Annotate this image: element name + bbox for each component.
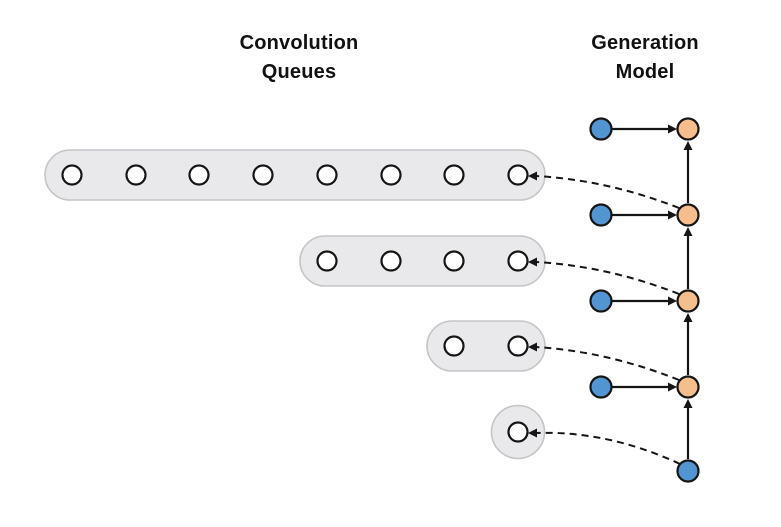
dashed-queue-arrowhead xyxy=(528,171,537,181)
dashed-queue-arrow xyxy=(535,346,680,381)
queue-slot-circle xyxy=(380,250,402,272)
input-node xyxy=(676,459,700,483)
queue-slot-circle xyxy=(316,250,338,272)
generation-node-2 xyxy=(676,289,700,313)
generation-model-title-line1: Generation xyxy=(591,32,699,54)
queue-slot-circle xyxy=(443,164,465,186)
state-node-2 xyxy=(589,203,613,227)
solid-arrowhead xyxy=(668,296,677,306)
dashed-queue-arrowhead xyxy=(528,257,537,267)
queue-capsule xyxy=(44,149,546,201)
state-node-4 xyxy=(589,375,613,399)
queue-slot-circle xyxy=(252,164,274,186)
convolution-queues-title-line1: Convolution xyxy=(239,32,359,54)
convolution-queues-title-line2: Queues xyxy=(261,61,337,83)
solid-arrowhead xyxy=(683,141,693,150)
queue-capsule xyxy=(299,235,546,287)
generation-model-title-line2: Model xyxy=(615,61,675,83)
queue-slot-circle xyxy=(507,164,529,186)
queue-slot-circle xyxy=(507,421,529,443)
queue-slot-circle xyxy=(61,164,83,186)
queue-slot-circle xyxy=(380,164,402,186)
queue-depth-4 xyxy=(299,235,546,287)
solid-arrowhead xyxy=(683,227,693,236)
dashed-queue-arrow xyxy=(535,261,680,295)
generation-node-1 xyxy=(676,203,700,227)
solid-arrowhead xyxy=(668,124,677,134)
queue-slot-circle xyxy=(125,164,147,186)
queue-slot-circle xyxy=(443,250,465,272)
dashed-queue-arrowhead xyxy=(528,342,537,352)
queue-depth-2 xyxy=(426,320,546,372)
queue-slot-circle xyxy=(507,250,529,272)
convolution-queues-title: Convolution Queues xyxy=(149,29,449,87)
solid-arrowhead xyxy=(668,210,677,220)
queue-slot-circle xyxy=(443,335,465,357)
generation-model-title: Generation Model xyxy=(545,29,745,87)
dashed-queue-arrowhead xyxy=(528,428,537,438)
queue-slot-circle xyxy=(188,164,210,186)
solid-arrowhead xyxy=(668,382,677,392)
dashed-queue-arrow xyxy=(535,431,681,465)
queue-capsule xyxy=(426,320,546,372)
dashed-queue-arrow xyxy=(535,175,680,209)
state-node-1 xyxy=(589,117,613,141)
generation-node-3 xyxy=(676,375,700,399)
queue-depth-8 xyxy=(44,149,546,201)
output-node xyxy=(676,117,700,141)
queue-depth-1 xyxy=(490,404,546,460)
solid-arrowhead xyxy=(683,313,693,322)
solid-arrowhead xyxy=(683,399,693,408)
queue-slot-circle xyxy=(507,335,529,357)
queue-slot-circle xyxy=(316,164,338,186)
state-node-3 xyxy=(589,289,613,313)
